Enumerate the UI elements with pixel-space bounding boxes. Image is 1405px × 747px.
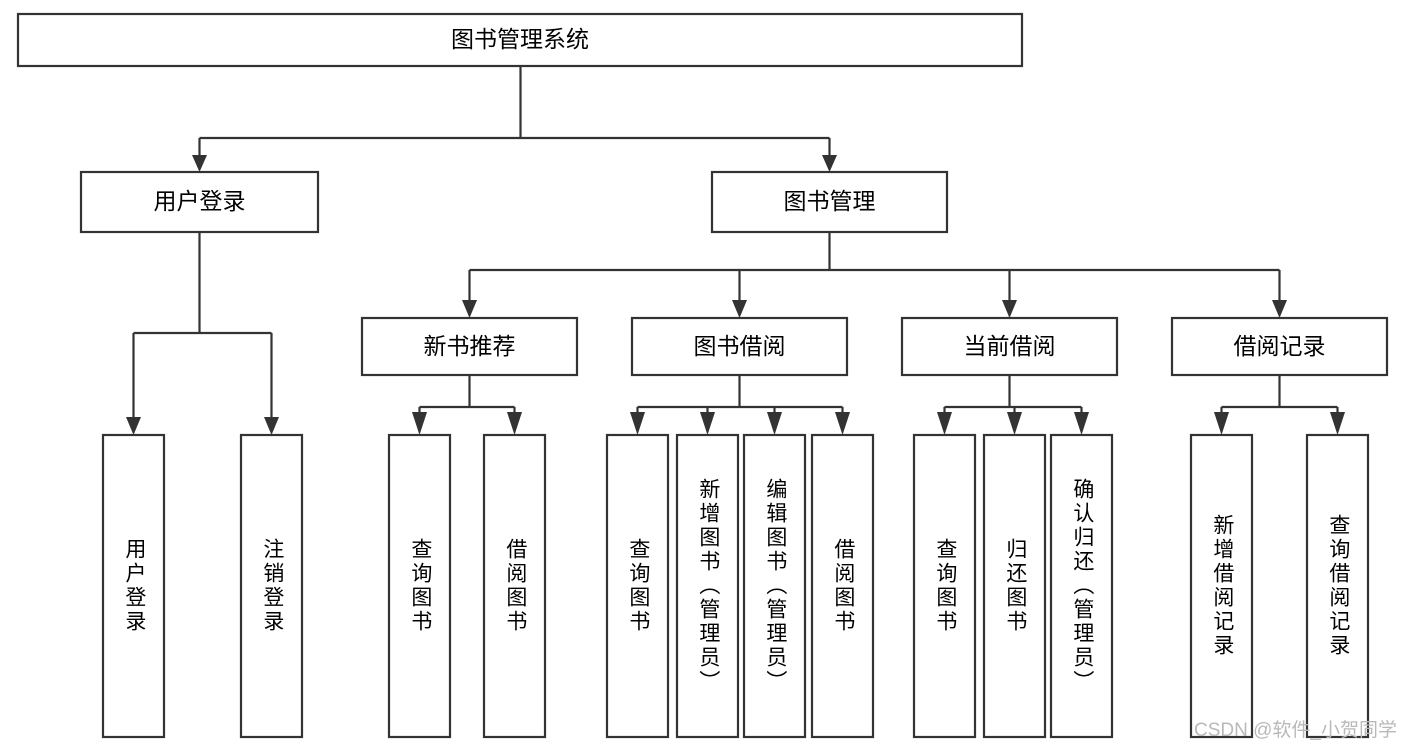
node-book-borrow[interactable]: [630, 316, 849, 377]
node-current-borrow[interactable]: [900, 316, 1119, 377]
node-leaf-query-book-1[interactable]: [387, 433, 452, 739]
node-leaf-borrow-book-1[interactable]: [482, 433, 547, 739]
node-leaf-add-record[interactable]: [1189, 433, 1254, 739]
node-leaf-logout[interactable]: [239, 433, 304, 739]
arrowhead-leaf-borrow-book-2: [835, 412, 850, 435]
arrowhead-book-borrow: [732, 300, 747, 318]
arrowhead-leaf-confirm-return: [1074, 412, 1089, 435]
arrowhead-user-login: [192, 155, 207, 172]
arrowhead-borrow-record: [1272, 300, 1287, 318]
node-leaf-query-record[interactable]: [1305, 433, 1370, 739]
arrowhead-leaf-user-login: [126, 417, 141, 435]
node-root[interactable]: [16, 12, 1024, 68]
node-leaf-edit-book[interactable]: [742, 433, 807, 739]
node-leaf-return-book[interactable]: [982, 433, 1047, 739]
arrowhead-new-book-rec: [462, 300, 477, 318]
arrowhead-leaf-add-book: [700, 412, 715, 435]
arrowhead-leaf-query-book-3: [937, 412, 952, 435]
arrowhead-leaf-query-book-1: [412, 412, 427, 435]
arrowhead-leaf-logout: [264, 417, 279, 435]
node-leaf-query-book-2[interactable]: [605, 433, 670, 739]
arrowhead-book-manage: [822, 155, 837, 172]
node-leaf-user-login[interactable]: [101, 433, 166, 739]
arrowhead-leaf-return-book: [1007, 412, 1022, 435]
node-leaf-confirm-return[interactable]: [1049, 433, 1114, 739]
node-new-book-recommend[interactable]: [360, 316, 579, 377]
arrowhead-leaf-query-book-2: [630, 412, 645, 435]
node-box-group: [16, 12, 1389, 739]
arrowhead-leaf-borrow-book-1: [507, 412, 522, 435]
node-user-login[interactable]: [79, 170, 320, 234]
connector-group: [126, 66, 1345, 435]
arrowhead-leaf-edit-book: [767, 412, 782, 435]
node-borrow-record[interactable]: [1170, 316, 1389, 377]
node-leaf-add-book[interactable]: [675, 433, 740, 739]
node-book-manage[interactable]: [710, 170, 949, 234]
arrowhead-current-borrow: [1002, 300, 1017, 318]
arrowhead-leaf-query-record: [1330, 412, 1345, 435]
node-leaf-query-book-3[interactable]: [912, 433, 977, 739]
arrowhead-leaf-add-record: [1214, 412, 1229, 435]
node-leaf-borrow-book-2[interactable]: [810, 433, 875, 739]
